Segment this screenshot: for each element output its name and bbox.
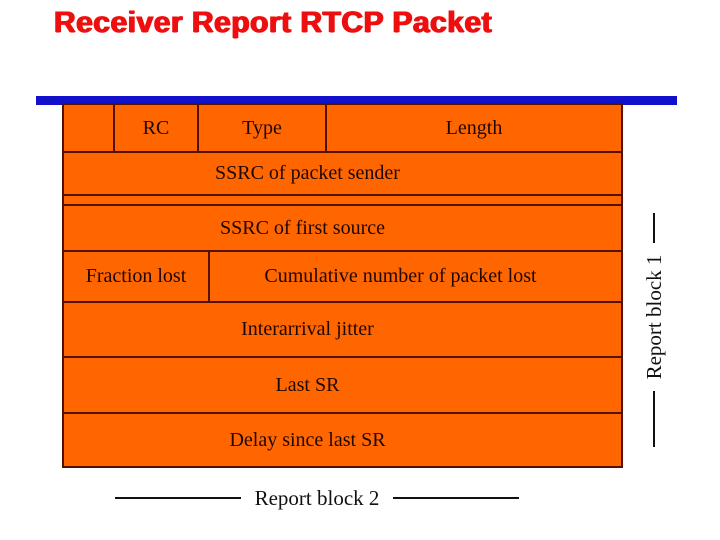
report-block-1-table: SSRC of first source Fraction lost Cumul… — [62, 204, 623, 468]
title-underline — [36, 96, 677, 105]
field-last-sr: Last SR — [64, 358, 621, 414]
bracket-dash-top — [653, 212, 655, 243]
table-separator — [62, 196, 623, 204]
field-delay-since-last-sr: Delay since last SR — [229, 428, 386, 451]
bracket-dash-bottom — [653, 391, 655, 448]
report-block-2-label: Report block 2 — [115, 485, 519, 511]
loss-row: Fraction lost Cumulative number of packe… — [64, 252, 621, 303]
report-block-1-label-text: Report block 1 — [641, 254, 666, 380]
field-ssrc-packet-sender: SSRC of packet sender — [215, 162, 400, 184]
field-type: Type — [199, 105, 327, 151]
field-version-cell — [64, 105, 115, 151]
field-ssrc-first-source: SSRC of first source — [64, 206, 621, 252]
rtcp-header-table: RC Type Length SSRC of packet sender — [62, 103, 623, 196]
bracket-dash-left — [115, 497, 241, 499]
field-length: Length — [445, 116, 503, 139]
bracket-dash-right — [393, 497, 519, 499]
header-row: RC Type Length — [64, 105, 621, 153]
field-fraction-lost: Fraction lost — [64, 252, 210, 301]
field-interarrival-jitter: Interarrival jitter — [64, 303, 621, 358]
field-rc: RC — [115, 105, 199, 151]
page-title: Receiver Report RTCP Packet — [54, 6, 493, 39]
report-block-2-label-text: Report block 2 — [254, 485, 380, 510]
report-block-1-label: Report block 1 — [641, 190, 667, 470]
field-cumulative-packet-lost: Cumulative number of packet lost — [264, 265, 537, 287]
